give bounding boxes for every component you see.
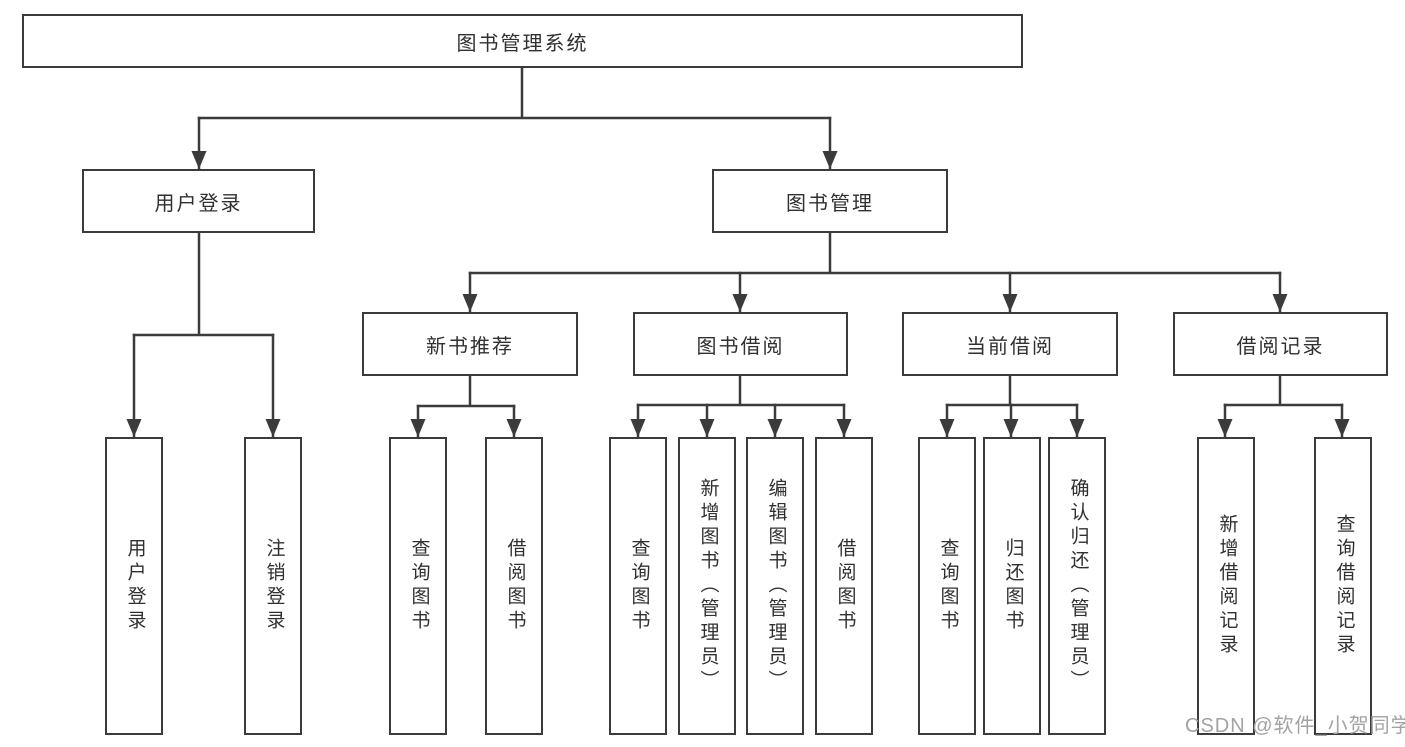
leaf-borrow-books-borrowing: 借阅图书 bbox=[815, 437, 873, 735]
leaf-add-borrow-record: 新增借阅记录 bbox=[1197, 437, 1255, 735]
csdn-watermark: CSDN @软件_小贺同学 bbox=[1185, 715, 1405, 737]
leaf-logout: 注销登录 bbox=[244, 437, 302, 735]
node-book-management: 图书管理 bbox=[712, 169, 948, 233]
leaf-query-books-borrowing: 查询图书 bbox=[609, 437, 667, 735]
leaf-user-login: 用户登录 bbox=[105, 437, 163, 735]
leaf-borrow-books-recommend: 借阅图书 bbox=[485, 437, 543, 735]
node-borrowing-records: 借阅记录 bbox=[1173, 312, 1388, 376]
node-current-borrowing: 当前借阅 bbox=[902, 312, 1118, 376]
leaf-edit-books-admin: 编辑图书（管理员） bbox=[746, 437, 804, 735]
leaf-query-books-current: 查询图书 bbox=[918, 437, 976, 735]
node-user-login: 用户登录 bbox=[82, 169, 315, 233]
leaf-query-books-recommend: 查询图书 bbox=[389, 437, 447, 735]
node-book-borrowing: 图书借阅 bbox=[633, 312, 848, 376]
leaf-query-borrow-record: 查询借阅记录 bbox=[1314, 437, 1372, 735]
node-library-management-system: 图书管理系统 bbox=[22, 14, 1023, 68]
leaf-return-books: 归还图书 bbox=[983, 437, 1041, 735]
leaf-confirm-return-admin: 确认归还（管理员） bbox=[1048, 437, 1106, 735]
leaf-add-books-admin: 新增图书（管理员） bbox=[678, 437, 736, 735]
node-new-book-recommend: 新书推荐 bbox=[362, 312, 578, 376]
